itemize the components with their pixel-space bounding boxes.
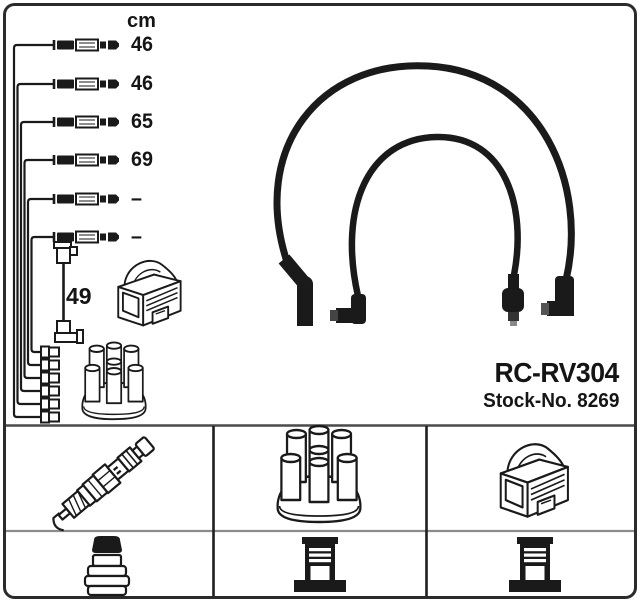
cable-row-connectors — [52, 38, 119, 244]
border-frame — [3, 3, 637, 599]
stock-number: Stock-No. 8269 — [482, 390, 619, 412]
spark-plug-icon — [52, 436, 155, 532]
unit-header: cm — [127, 10, 156, 32]
distributor-cap-icon — [276, 424, 362, 524]
cable-length-2: 46 — [131, 72, 153, 95]
product-code: RC-RV304 — [494, 357, 620, 388]
cable-length-5: – — [131, 187, 142, 210]
coil-wire-diagram — [53, 241, 84, 344]
cable-connector — [52, 230, 119, 244]
cable-length-1: 46 — [131, 33, 153, 56]
ignition-cable-outer — [273, 62, 575, 326]
cable-length-3: 65 — [131, 110, 153, 133]
cable-connector — [52, 153, 119, 167]
coil-wire-length: 49 — [66, 283, 92, 309]
distributor-end-connectors — [40, 345, 60, 424]
distributor-cap-icon — [81, 341, 147, 421]
cable-length-6: – — [131, 225, 142, 248]
cable-length-4: 69 — [131, 148, 153, 171]
ignition-coil-icon — [499, 443, 570, 518]
plug-connector-icon — [509, 537, 561, 592]
cable-lead-lines — [12, 43, 55, 419]
terminal-nut-icon — [83, 536, 131, 597]
cable-connector — [52, 38, 119, 52]
cable-connector — [52, 77, 119, 91]
cable-connector — [52, 115, 119, 129]
ignition-coil-icon — [117, 259, 182, 327]
plug-connector-icon — [294, 537, 346, 592]
ignition-cable-inner — [330, 133, 524, 326]
cable-connector — [52, 192, 119, 206]
